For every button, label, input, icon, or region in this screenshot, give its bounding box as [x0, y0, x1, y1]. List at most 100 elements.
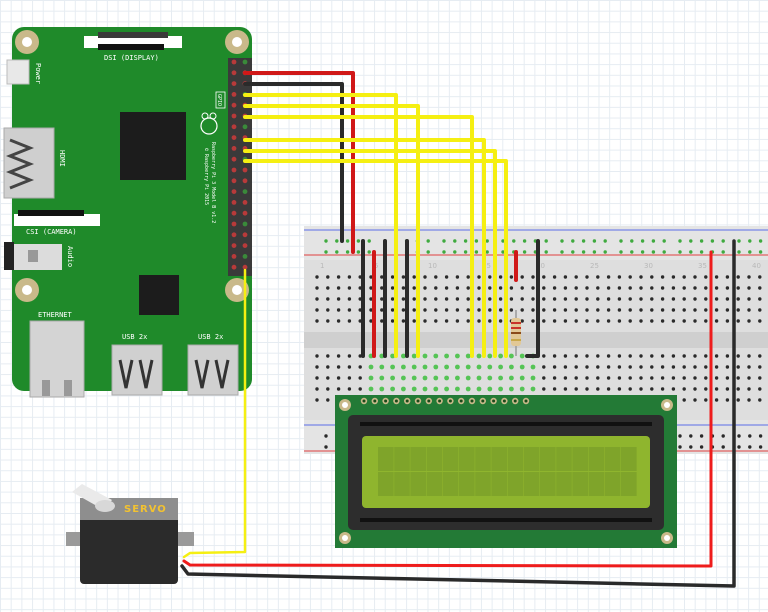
breadboard-hole: [660, 319, 665, 323]
connected-hole: [465, 353, 471, 359]
breadboard-hole: [563, 365, 568, 369]
rail-hole: [560, 239, 564, 243]
breadboard-hole: [628, 275, 632, 279]
breadboard-hole: [380, 275, 384, 279]
resistor-band: [511, 327, 521, 329]
gpio-label-box: [215, 91, 226, 109]
rail-hole: [603, 250, 607, 254]
breadboard-hole: [628, 286, 632, 290]
rail-hole: [619, 239, 623, 243]
connected-hole: [379, 386, 385, 392]
lcd-cell: [394, 447, 410, 471]
usb-port: [111, 344, 163, 396]
breadboard-hole: [704, 387, 708, 391]
breadboard-hole: [639, 286, 643, 290]
gpio-pin: [231, 70, 237, 76]
rail-hole: [748, 250, 752, 254]
breadboard-hole: [444, 275, 449, 279]
breadboard-hole: [542, 275, 546, 279]
lcd-pin-hole: [427, 399, 431, 403]
lcd-pin-hole: [513, 399, 517, 403]
breadboard-hole: [725, 387, 730, 391]
connected-hole: [509, 375, 514, 381]
lcd-cell: [491, 472, 507, 496]
breadboard-hole: [714, 275, 719, 279]
rail-hole: [689, 250, 693, 254]
breadboard-hole: [606, 354, 611, 358]
breadboard-hole: [639, 376, 643, 380]
breadboard-hole: [434, 275, 438, 279]
breadboard-hole: [488, 319, 492, 323]
breadboard-hole: [477, 297, 481, 301]
lcd-cell: [459, 472, 475, 496]
breadboard-hole: [477, 286, 481, 290]
breadboard-hole: [682, 354, 686, 358]
breadboard-hole: [552, 376, 557, 380]
column-label: 40: [752, 262, 761, 270]
rail-hole: [758, 250, 763, 254]
breadboard-hole: [660, 275, 665, 279]
breadboard-hole: [704, 308, 708, 312]
breadboard-hole: [563, 319, 568, 323]
servo-motor: SERVO: [66, 484, 194, 584]
breadboard-hole: [444, 319, 449, 323]
breadboard-hole: [596, 376, 600, 380]
breadboard-hole: [315, 354, 319, 358]
resistor: [511, 310, 521, 356]
breadboard-hole: [650, 354, 654, 358]
breadboard-hole: [606, 376, 611, 380]
connected-hole: [433, 375, 439, 381]
gpio-pin: [242, 124, 248, 130]
lcd-cell: [540, 447, 556, 471]
wire-red-servo-power: [182, 250, 713, 568]
gpio-pin: [231, 243, 237, 249]
breadboard-hole: [596, 286, 600, 290]
breadboard-hole: [585, 275, 589, 279]
connected-hole: [390, 353, 395, 359]
breadboard-hole: [347, 387, 352, 391]
breadboard-hole: [552, 308, 557, 312]
breadboard-hole: [725, 319, 730, 323]
connected-hole: [368, 375, 374, 381]
breadboard-hole: [747, 398, 751, 402]
lcd-pin-hole: [373, 399, 377, 403]
breadboard-hole: [736, 308, 740, 312]
breadboard-hole: [714, 297, 719, 301]
breadboard-hole: [390, 308, 395, 312]
wire-yellow-gpio: [243, 115, 474, 358]
resistor-band: [511, 332, 521, 334]
breadboard-hole: [628, 297, 632, 301]
breadboard-hole: [347, 275, 352, 279]
breadboard-hole: [639, 308, 643, 312]
breadboard-hole: [347, 286, 352, 290]
breadboard-hole: [423, 297, 427, 301]
gpio-pin: [231, 124, 237, 130]
breadboard-hole: [434, 286, 438, 290]
rail-hole: [737, 434, 741, 438]
breadboard-hole: [336, 297, 341, 301]
breadboard-hole: [315, 365, 319, 369]
breadboard-hole: [660, 308, 665, 312]
breadboard-hole: [520, 308, 524, 312]
wire-yellow-gpio: [243, 149, 497, 358]
breadboard-hole: [412, 275, 416, 279]
gpio-pin: [242, 254, 248, 259]
breadboard-hole: [736, 354, 740, 358]
breadboard-hole: [736, 297, 740, 301]
connected-hole: [444, 375, 449, 381]
breadboard-hole: [574, 365, 578, 369]
breadboard-hole: [434, 319, 438, 323]
rail-hole: [662, 239, 666, 243]
rail-hole: [522, 239, 527, 243]
rail-hole: [324, 445, 328, 449]
breadboard-hole: [606, 319, 611, 323]
breadboard-hole: [704, 286, 708, 290]
breadboard-hole: [747, 308, 751, 312]
breadboard-hole: [682, 398, 686, 402]
breadboard-hole: [380, 286, 384, 290]
resistor-band: [511, 339, 521, 341]
breadboard-hole: [336, 275, 341, 279]
gpio-pin: [231, 156, 237, 162]
connected-hole: [509, 353, 514, 359]
breadboard-hole: [725, 398, 730, 402]
